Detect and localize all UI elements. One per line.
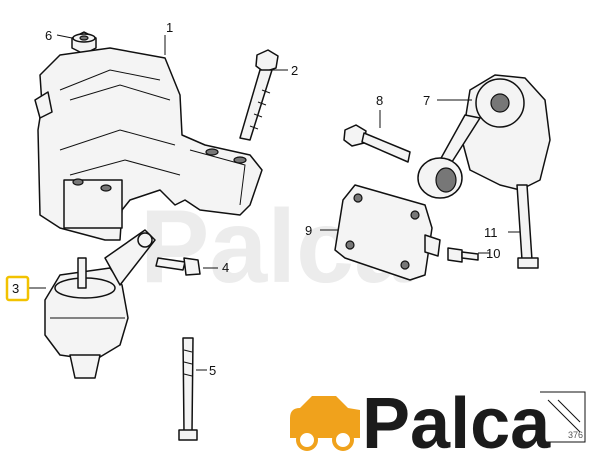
callout-6: 6: [45, 28, 52, 43]
palca-logo: Palca: [290, 384, 551, 464]
part-9-plate: [334, 184, 441, 281]
corner-box: 376: [540, 391, 586, 443]
callout-8: 8: [376, 93, 383, 108]
part-3-engine-mount: [44, 229, 156, 379]
car-wheel-icon: [296, 429, 318, 451]
leader-lines: [28, 34, 520, 371]
part-2-bolt: [239, 49, 279, 141]
callout-10: 10: [486, 246, 500, 261]
callout-11: 11: [484, 225, 498, 240]
part-1-engine-bracket: [34, 47, 263, 241]
part-10-small-bolt: [447, 247, 479, 263]
callout-1: 1: [166, 20, 173, 35]
part-11-bolt: [516, 184, 539, 269]
callout-4: 4: [222, 260, 229, 275]
part-5-long-bolt: [178, 337, 198, 441]
part-8-bolt: [343, 124, 411, 163]
callout-3-highlight: [5, 275, 30, 302]
car-icon: [290, 396, 360, 438]
part-7-torque-mount: [417, 74, 551, 199]
part-6-nut: [71, 31, 97, 55]
callout-7: 7: [423, 93, 430, 108]
callout-9: 9: [305, 223, 312, 238]
car-wheel-icon: [332, 429, 354, 451]
logo-text: Palca: [362, 384, 551, 464]
part-4-bolt: [155, 257, 201, 276]
callout-3: 3: [12, 281, 19, 296]
callout-5: 5: [209, 363, 216, 378]
callout-2: 2: [291, 63, 298, 78]
corner-code: 376: [568, 430, 583, 440]
